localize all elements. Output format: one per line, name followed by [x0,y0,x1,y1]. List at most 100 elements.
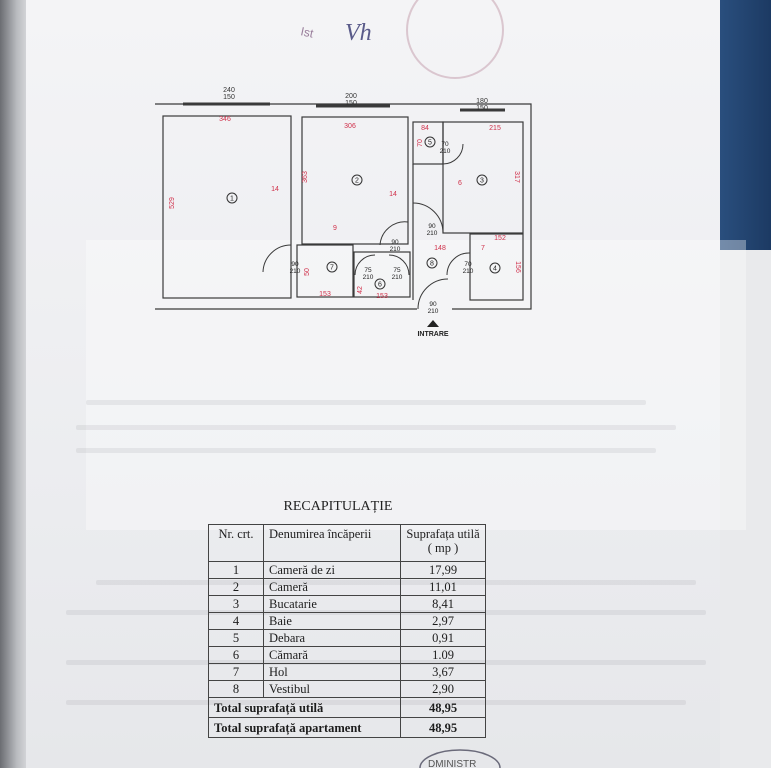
dimension: 7 [481,245,485,252]
room-number: 3 [480,178,484,185]
row-nr: 1 [208,561,264,579]
total-label: Total suprafață utilă [208,697,401,718]
total-value: 48,95 [400,717,486,738]
dimension: 152 [494,235,506,242]
row-area: 11,01 [400,578,486,596]
table-header-row: Nr. crt. Denumirea încăperii Suprafața u… [208,524,486,562]
dimension: 70 [417,139,424,147]
room-marker [489,262,501,274]
row-name: Debara [263,629,401,647]
show-through-text [86,240,746,530]
room-marker [351,174,363,186]
room-number: 2 [355,178,359,185]
entrance-arrow-icon [427,320,439,327]
header-nr: Nr. crt. [208,524,264,562]
row-area: 0,91 [400,629,486,647]
dimension: 9 [333,225,337,232]
room-number: 1 [230,196,234,203]
room-marker [374,278,386,290]
row-area: 2,97 [400,612,486,630]
dimension: 156 [514,261,521,273]
round-stamp [406,0,504,79]
row-area: 8,41 [400,595,486,613]
bottom-stamp-text: DMINISTR [428,759,476,768]
room-marker [226,192,238,204]
room-number: 5 [428,140,432,147]
dimension: 6 [458,180,462,187]
row-name: Baie [263,612,401,630]
dimension: 306 [344,123,356,130]
bottom-stamp [419,749,501,768]
dimension: 317 [513,171,520,183]
dimension: 529 [169,197,176,209]
background-blue [719,0,771,250]
total-label: Total suprafață apartament [208,717,401,738]
area-summary-table: Nr. crt. Denumirea încăperii Suprafața u… [208,524,486,738]
row-area: 17,99 [400,561,486,579]
row-name: Cămară [263,646,401,664]
row-nr: 8 [208,680,264,698]
total-value: 48,95 [400,697,486,718]
dimension: 215 [489,125,501,132]
row-name: Cameră [263,578,401,596]
walls [155,102,532,310]
dimension: 363 [302,171,309,183]
room-marker [476,174,488,186]
dimension: 153 [319,291,331,298]
handwritten-note: Ist [299,24,315,40]
row-nr: 4 [208,612,264,630]
row-name: Hol [263,663,401,681]
dimension: 148 [434,245,446,252]
dimension: 84 [421,125,429,132]
row-nr: 3 [208,595,264,613]
room-marker [426,257,438,269]
dimension: 346 [219,116,231,123]
room-number: 4 [493,266,497,273]
show-through-line [76,425,676,430]
show-through-line [86,400,646,405]
row-area: 2,90 [400,680,486,698]
dimension: 14 [271,186,279,193]
summary-title: RECAPITULAȚIE [283,499,393,514]
binder-edge [0,0,28,768]
row-nr: 2 [208,578,264,596]
signature: Vh [345,20,372,46]
header-room-name: Denumirea încăperii [263,524,401,562]
room-number: 8 [430,261,434,268]
row-name: Bucatarie [263,595,401,613]
row-nr: 6 [208,646,264,664]
dimension: 42 [357,286,364,294]
row-nr: 5 [208,629,264,647]
dimension: 153 [376,293,388,300]
entrance-label: INTRARE [417,331,448,338]
room-marker [326,261,338,273]
row-nr: 7 [208,663,264,681]
row-area: 3,67 [400,663,486,681]
room-marker [424,136,436,148]
door-swings [262,143,471,310]
dimension: 50 [304,268,311,276]
header-area: Suprafața utilă ( mp ) [400,524,486,562]
row-name: Cameră de zi [263,561,401,579]
show-through-line [76,448,656,453]
